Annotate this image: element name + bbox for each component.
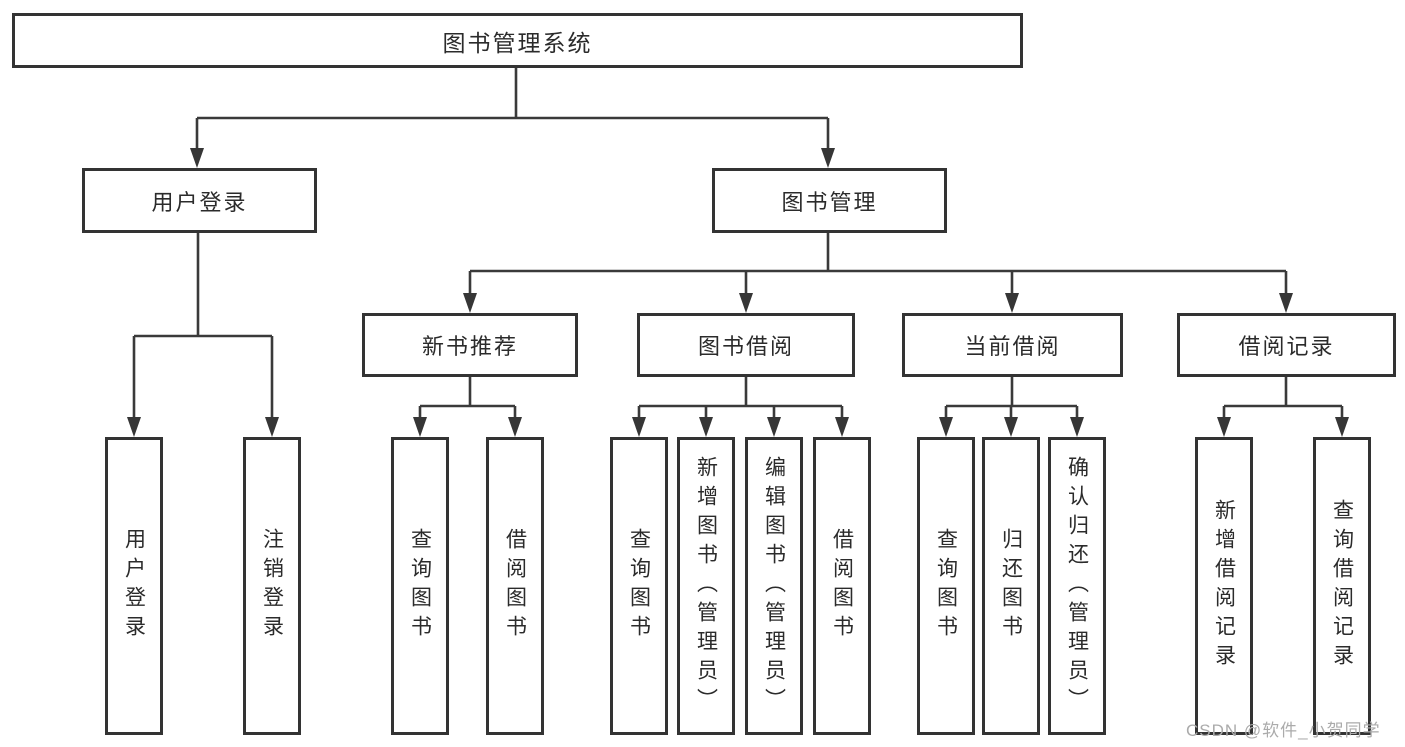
node-book-management-label: 图书管理 xyxy=(781,189,878,215)
leaf-nb-query-books: 查询图书 xyxy=(391,437,449,735)
leaf-cb-return-books: 归还图书 xyxy=(982,437,1040,735)
leaf-user-login: 用户登录 xyxy=(105,437,163,735)
leaf-bb-query-books-label: 查询图书 xyxy=(627,528,651,644)
leaf-cb-confirm-return-admin-label: 确认归还（管理员） xyxy=(1065,455,1089,717)
node-user-login-label: 用户登录 xyxy=(151,189,248,215)
leaf-cb-query-books-label: 查询图书 xyxy=(934,528,958,644)
connector-borrow-record-trunk xyxy=(1224,377,1342,408)
node-book-borrowing: 图书借阅 xyxy=(637,313,855,377)
leaf-bb-add-books-admin-label: 新增图书（管理员） xyxy=(694,455,718,717)
leaf-nb-query-books-label: 查询图书 xyxy=(408,528,432,644)
connector-new-book-rec-trunk xyxy=(420,377,515,408)
node-root-system: 图书管理系统 xyxy=(12,13,1023,68)
node-new-book-recommendation-label: 新书推荐 xyxy=(421,334,518,359)
leaf-logout-label: 注销登录 xyxy=(260,528,284,644)
leaf-br-add-record-label: 新增借阅记录 xyxy=(1212,499,1236,673)
csdn-watermark: CSDN @软件_小贺同学 xyxy=(1186,721,1381,740)
node-borrowing-record-label: 借阅记录 xyxy=(1238,334,1335,359)
leaf-bb-add-books-admin: 新增图书（管理员） xyxy=(677,437,735,735)
node-book-management: 图书管理 xyxy=(712,168,947,233)
leaf-br-query-record-label: 查询借阅记录 xyxy=(1330,499,1354,673)
node-borrowing-record: 借阅记录 xyxy=(1177,313,1396,377)
node-current-borrowing-label: 当前借阅 xyxy=(964,334,1061,359)
connector-user-login-trunk xyxy=(134,233,272,338)
leaf-nb-borrow-books: 借阅图书 xyxy=(486,437,544,735)
connector-current-borrow-trunk xyxy=(946,377,1077,408)
connector-book-borrow-trunk xyxy=(639,377,842,408)
node-user-login: 用户登录 xyxy=(82,168,317,233)
leaf-bb-borrow-books-label: 借阅图书 xyxy=(830,528,854,644)
leaf-bb-borrow-books: 借阅图书 xyxy=(813,437,871,735)
node-root-system-label: 图书管理系统 xyxy=(442,29,593,56)
connector-book-mgmt-trunk xyxy=(470,233,1286,273)
leaf-nb-borrow-books-label: 借阅图书 xyxy=(503,528,527,644)
node-new-book-recommendation: 新书推荐 xyxy=(362,313,578,377)
node-book-borrowing-label: 图书借阅 xyxy=(697,334,794,359)
leaf-cb-query-books: 查询图书 xyxy=(917,437,975,735)
leaf-br-query-record: 查询借阅记录 xyxy=(1313,437,1371,735)
leaf-cb-confirm-return-admin: 确认归还（管理员） xyxy=(1048,437,1106,735)
leaf-br-add-record: 新增借阅记录 xyxy=(1195,437,1253,735)
leaf-bb-edit-books-admin: 编辑图书（管理员） xyxy=(745,437,803,735)
leaf-cb-return-books-label: 归还图书 xyxy=(999,528,1023,644)
leaf-bb-edit-books-admin-label: 编辑图书（管理员） xyxy=(762,455,786,717)
leaf-user-login-label: 用户登录 xyxy=(122,528,146,644)
node-current-borrowing: 当前借阅 xyxy=(902,313,1123,377)
leaf-bb-query-books: 查询图书 xyxy=(610,437,668,735)
connector-root-trunk xyxy=(197,68,828,120)
leaf-logout: 注销登录 xyxy=(243,437,301,735)
